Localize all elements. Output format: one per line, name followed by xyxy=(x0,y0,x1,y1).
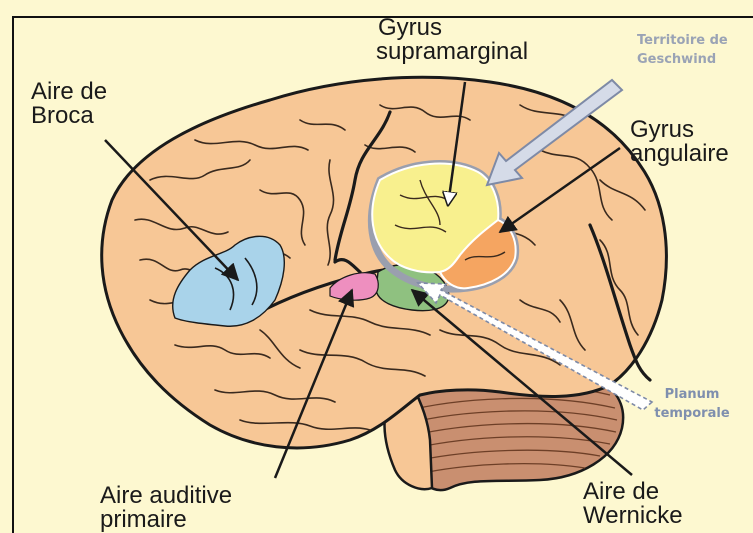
label-angulaire: Gyrusangulaire xyxy=(630,118,729,167)
label-auditive: Aire auditiveprimaire xyxy=(100,484,232,533)
label-geschwind: Territoire deGeschwind xyxy=(637,32,728,70)
label-supramarginal: Gyrussupramarginal xyxy=(368,16,578,65)
label-broca: Aire deBroca xyxy=(31,80,107,129)
label-wernicke: Aire deWernicke xyxy=(583,480,683,529)
label-planum: Planumtemporale xyxy=(652,386,732,424)
